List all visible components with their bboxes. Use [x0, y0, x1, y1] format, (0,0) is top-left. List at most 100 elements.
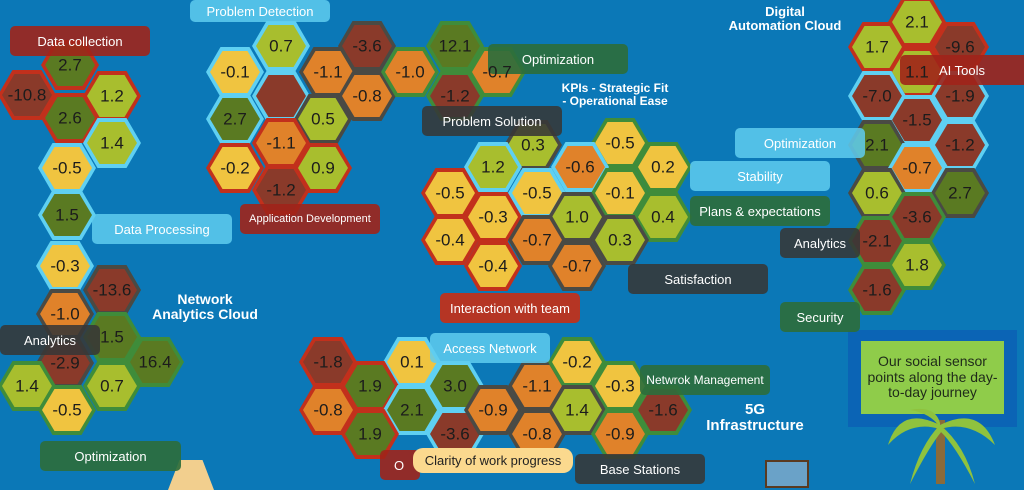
kpi-hex-fill: [210, 51, 260, 93]
report-icon: [765, 460, 809, 488]
kpi-hex[interactable]: [83, 361, 141, 411]
kpi-hex-fill: [595, 219, 645, 261]
kpi-hex[interactable]: [508, 215, 566, 265]
kpi-hex[interactable]: [252, 21, 310, 71]
kpi-hex[interactable]: [206, 47, 264, 97]
label-problem-detection[interactable]: Problem Detection: [190, 0, 330, 22]
title-digital-automation-cloud: Digital Automation Cloud: [728, 4, 842, 33]
title-kpis: KPIs - Strategic Fit - Operational Ease: [561, 81, 669, 108]
kpi-hex-fill: [40, 245, 90, 287]
kpi-hex-fill: [345, 413, 395, 455]
kpi-hex-fill: [342, 25, 392, 67]
kpi-hex-fill: [425, 172, 475, 214]
kpi-hex[interactable]: [888, 240, 946, 290]
label-ai-tools[interactable]: AI Tools: [900, 55, 1024, 85]
kpi-hex[interactable]: [83, 265, 141, 315]
kpi-hex[interactable]: [36, 241, 94, 291]
kpi-hex-fill: [468, 146, 518, 188]
kpi-hex-fill: [210, 98, 260, 140]
kpi-hex-fill: [425, 219, 475, 261]
kpi-hex-fill: [468, 196, 518, 238]
kpi-hex[interactable]: [206, 94, 264, 144]
label-security[interactable]: Security: [780, 302, 860, 332]
kpi-hex-fill: [555, 146, 605, 188]
label-stability[interactable]: Stability: [690, 161, 830, 191]
kpi-hex-fill: [87, 122, 137, 164]
kpi-hex[interactable]: [551, 142, 609, 192]
label-text: Application Development: [249, 212, 371, 225]
kpi-hex-fill: [45, 97, 95, 139]
kpi-hex-fill: [298, 147, 348, 189]
label-text: Data Processing: [114, 221, 210, 237]
kpi-hex-fill: [595, 172, 645, 214]
kpi-hex[interactable]: [634, 142, 692, 192]
title-5g-infrastructure: 5G Infrastructure: [706, 401, 804, 434]
kpi-hex[interactable]: [848, 216, 906, 266]
label-access-network[interactable]: Access Network: [430, 333, 550, 363]
palm-tree-icon: [888, 408, 995, 484]
kpi-hex-fill: [512, 219, 562, 261]
kpi-hex[interactable]: [848, 71, 906, 121]
label-base-stations[interactable]: Base Stations: [575, 454, 705, 484]
kpi-hex[interactable]: [591, 168, 649, 218]
kpi-hex[interactable]: [848, 168, 906, 218]
kpi-hex-fill: [256, 75, 306, 117]
kpi-hex[interactable]: [848, 265, 906, 315]
label-text: Base Stations: [599, 461, 681, 477]
title-network-analytics-cloud: Network Analytics Cloud: [152, 291, 258, 322]
label-analytics-right[interactable]: Analytics: [780, 228, 860, 258]
kpi-hex-fill: [303, 341, 353, 383]
tooltip-text: Clarity of work progress: [424, 453, 562, 468]
kpi-hex-fill: [638, 196, 688, 238]
label-network-management[interactable]: Netwrok Management: [640, 365, 770, 395]
label-text: Data collection: [37, 33, 123, 49]
label-application-development[interactable]: Application Development: [240, 204, 380, 234]
kpi-hex-fill: [303, 389, 353, 431]
kpi-hex[interactable]: [591, 361, 649, 411]
label-optimization-top[interactable]: Optimization: [488, 44, 628, 74]
label-data-processing[interactable]: Data Processing: [92, 214, 232, 244]
kpi-hex-fill: [342, 75, 392, 117]
label-text: Analytics: [23, 332, 77, 348]
kpi-hex[interactable]: [508, 361, 566, 411]
kpi-hex[interactable]: [206, 143, 264, 193]
label-plans-expectations[interactable]: Plans & expectations: [690, 196, 830, 226]
kpi-hex[interactable]: [591, 409, 649, 459]
label-text: Analytics: [793, 235, 847, 251]
kpi-hex-fill: [935, 172, 985, 214]
kpi-hex[interactable]: [38, 143, 96, 193]
kpi-hex[interactable]: [38, 190, 96, 240]
kpi-hex-fill: [385, 51, 435, 93]
kpi-hex-fill: [345, 365, 395, 407]
label-text: AI Tools: [938, 62, 985, 78]
label-text: Netwrok Management: [646, 372, 764, 387]
label-text: Security: [796, 309, 844, 325]
callout-text: Our social sensor points along the day-t…: [861, 341, 1004, 414]
kpi-hex-fill: [387, 389, 437, 431]
kpi-hex-fill: [935, 124, 985, 166]
kpi-hex[interactable]: [38, 385, 96, 435]
kpi-hex-fill: [595, 413, 645, 455]
label-text: Problem Detection: [206, 3, 314, 19]
kpi-hex-fill: [595, 365, 645, 407]
label-optimization-bottom[interactable]: Optimization: [40, 441, 181, 471]
kpi-hex[interactable]: [931, 120, 989, 170]
label-satisfaction[interactable]: Satisfaction: [628, 264, 768, 294]
kpi-hex-fill: [638, 389, 688, 431]
kpi-hex-fill: [2, 74, 52, 116]
kpi-hex[interactable]: [548, 241, 606, 291]
label-text: Optimization: [521, 51, 595, 67]
label-text: Problem Solution: [442, 113, 542, 129]
label-problem-solution[interactable]: Problem Solution: [422, 106, 562, 136]
label-text: Access Network: [443, 340, 537, 356]
kpi-hex-fill: [256, 122, 306, 164]
kpi-hex-fill: [552, 389, 602, 431]
label-data-collection[interactable]: Data collection: [10, 26, 150, 56]
label-text: Optimization: [763, 135, 837, 151]
kpi-hex[interactable]: [888, 192, 946, 242]
label-interaction-with-team[interactable]: Interaction with team: [440, 293, 580, 323]
label-optimization-right[interactable]: Optimization: [735, 128, 865, 158]
label-analytics-left[interactable]: Analytics: [0, 325, 100, 355]
kpi-hex[interactable]: [591, 215, 649, 265]
kpi-hex-fill: [42, 389, 92, 431]
